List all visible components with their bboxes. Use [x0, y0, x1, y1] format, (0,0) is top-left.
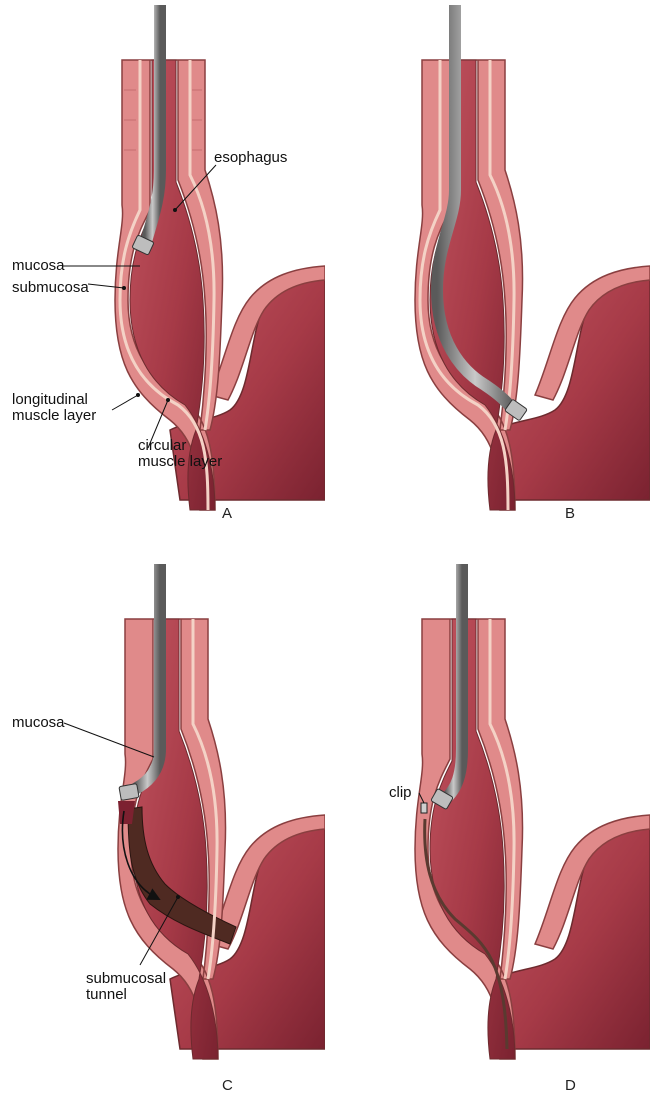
panel-letter-d: D: [565, 1077, 576, 1094]
panel-c-illustration: [0, 549, 325, 1098]
panel-letter-c: C: [222, 1077, 233, 1094]
panel-d: clip D: [325, 549, 650, 1098]
label-tunnel-2: tunnel: [86, 987, 127, 1003]
label-mucosa: mucosa: [12, 258, 65, 274]
panel-b: B: [325, 0, 650, 549]
label-circular-1: circular: [138, 438, 186, 454]
label-clip: clip: [389, 785, 412, 801]
incision-tissue: [118, 801, 135, 824]
panel-letter-a: A: [222, 505, 232, 522]
label-submucosa: submucosa: [12, 280, 89, 296]
clip-shape: [421, 803, 427, 813]
label-tunnel-1: submucosal: [86, 971, 166, 987]
endoscope-tip: [119, 784, 139, 801]
label-mucosa-c: mucosa: [12, 715, 65, 731]
panel-b-illustration: [325, 0, 650, 549]
label-longitudinal-2: muscle layer: [12, 408, 96, 424]
panel-c: mucosa submucosal tunnel C: [0, 549, 325, 1098]
panel-letter-b: B: [565, 505, 575, 522]
panel-d-illustration: [325, 549, 650, 1098]
leader-longitudinal: [112, 395, 138, 410]
panel-a: esophagus mucosa submucosa longitudinal …: [0, 0, 325, 549]
label-esophagus: esophagus: [214, 150, 287, 166]
label-circular-2: muscle layer: [138, 454, 222, 470]
label-longitudinal-1: longitudinal: [12, 392, 88, 408]
